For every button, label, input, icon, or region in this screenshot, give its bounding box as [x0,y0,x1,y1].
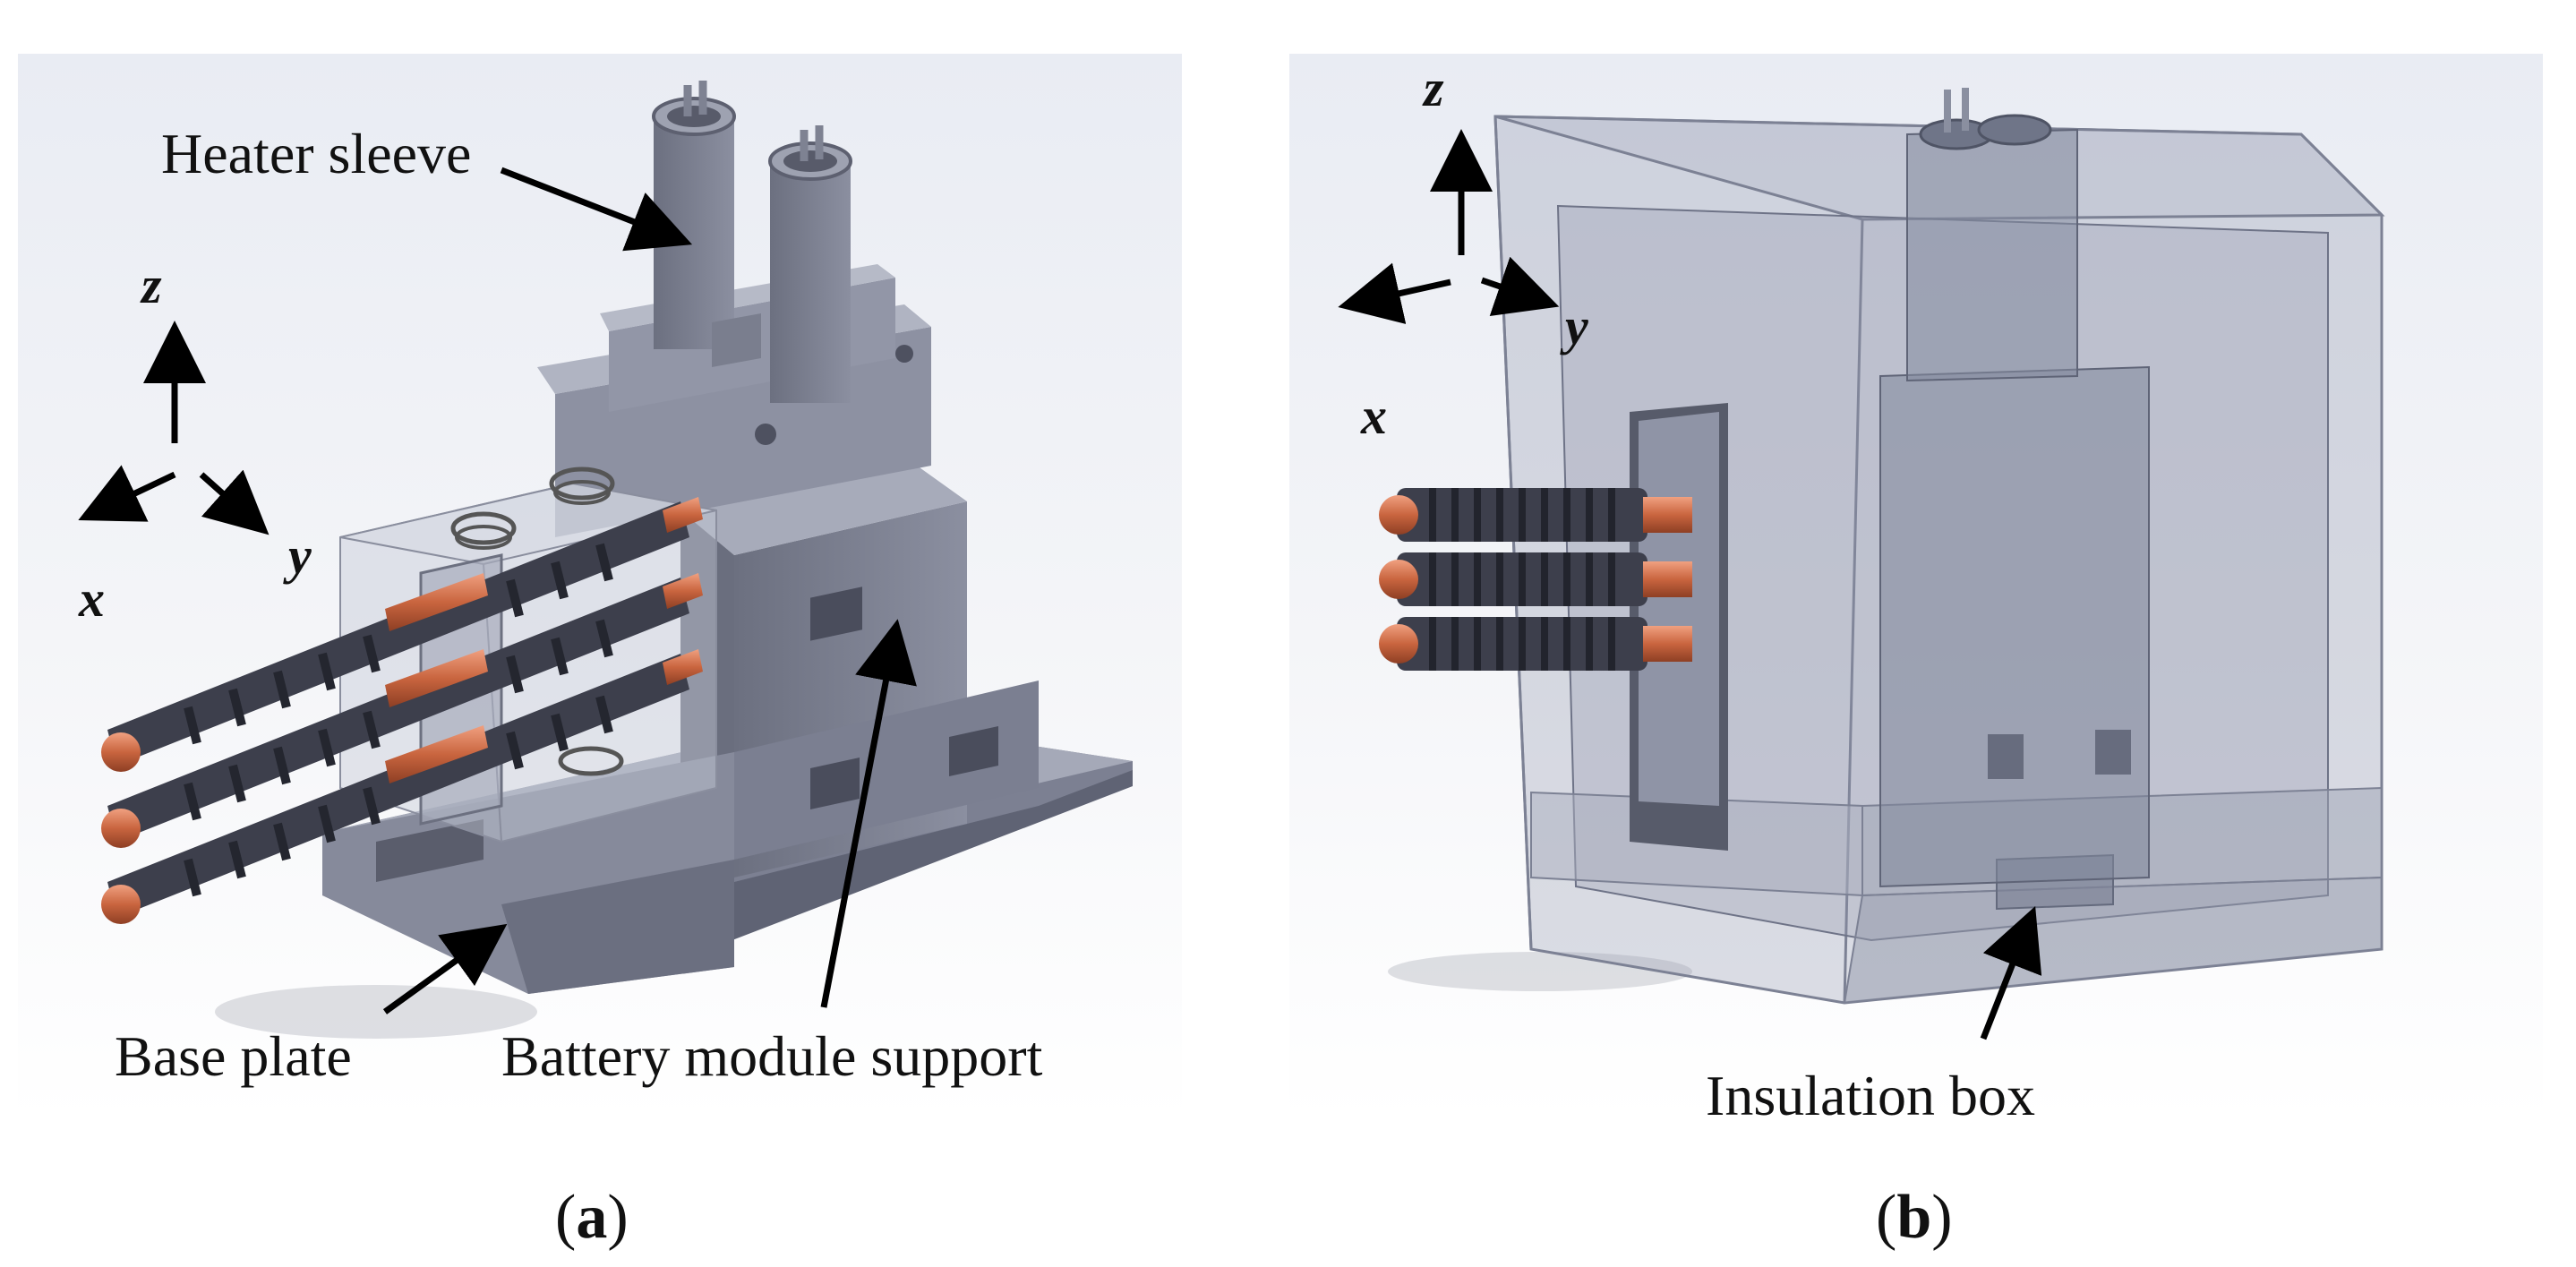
insulation-box-arrow [1980,905,2042,1040]
base-plate-label: Base plate [115,1024,352,1088]
x-axis-label-b: x [1361,387,1387,445]
caption-a-open: ( [555,1183,577,1252]
x-axis-arrow-b [1338,262,1451,324]
heater-sleeve-arrow [500,167,693,252]
axis-triad-b [1338,129,1560,324]
y-axis-label-a: y [288,526,312,585]
caption-a-letter: a [576,1183,608,1252]
x-axis-label-a: x [79,569,105,628]
leader-arrows-a [382,167,917,1014]
caption-b-open: ( [1876,1183,1897,1252]
y-axis-arrow-b [1480,256,1560,316]
z-axis-label-a: z [141,256,162,314]
x-axis-arrow-a [78,465,176,522]
panel-a [18,54,1182,1119]
base-plate-arrow [382,923,508,1014]
axis-triad-a [78,321,270,535]
caption-b: (b) [1876,1186,1953,1249]
z-axis-label-b: z [1424,59,1444,117]
panel-b [1289,54,2543,1119]
y-axis-label-b: y [1565,297,1588,355]
caption-b-close: ) [1931,1183,1953,1252]
finned-tubes-a [101,497,703,924]
insulation-box-label: Insulation box [1706,1064,2035,1127]
y-axis-arrow-a [199,469,270,535]
battery-module-support-shape [680,457,1039,877]
finned-tubes-b [1379,488,1692,671]
caption-a-close: ) [607,1183,629,1252]
insulation-box-shape [1493,88,2385,1005]
caption-b-letter: b [1896,1183,1932,1252]
battery-module-support-label: Battery module support [501,1024,1043,1088]
caption-a: (a) [555,1186,629,1249]
heater-sleeve-label: Heater sleeve [161,122,472,185]
battery-module-support-arrow [820,619,917,1008]
